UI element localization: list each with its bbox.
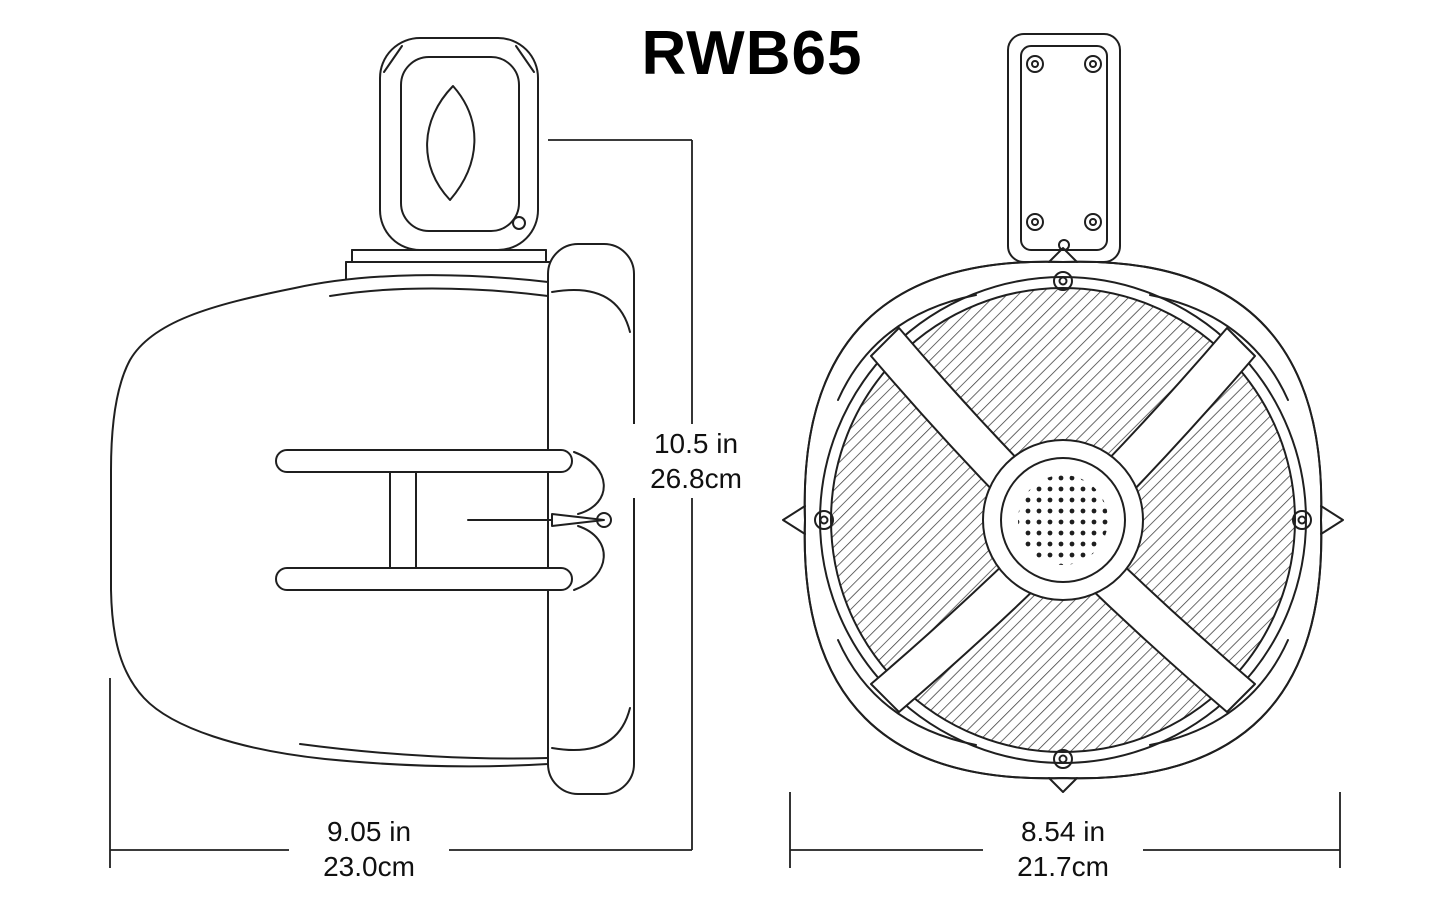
right-tip (1320, 505, 1344, 535)
height-inches: 10.5 in (653, 428, 739, 459)
left-tip (782, 505, 806, 535)
side-speaker-body (110, 274, 612, 768)
diameter-metric: 21.7cm (1017, 851, 1109, 882)
side-rail-top (275, 449, 573, 473)
front-mount-bracket (1007, 33, 1121, 263)
diameter-inches: 8.54 in (1020, 816, 1106, 847)
side-mount-clamp (379, 37, 539, 251)
side-rail-bottom (275, 567, 573, 591)
top-screw (1053, 271, 1073, 291)
front-view-drawing (782, 33, 1344, 793)
model-title: RWB65 (641, 19, 863, 88)
side-view-drawing (110, 37, 635, 795)
bottom-tip (1048, 777, 1078, 793)
height-metric: 26.8cm (650, 463, 742, 494)
front-mounting-tips (782, 247, 1344, 793)
width-dimension-label: 9.05 in 23.0cm (289, 812, 449, 886)
hub-port-holes (1018, 475, 1108, 565)
height-dimension-label: 10.5 in 26.8cm (632, 424, 760, 498)
bottom-screw (1053, 749, 1073, 769)
left-screw (814, 510, 834, 530)
right-screw (1292, 510, 1312, 530)
width-metric: 23.0cm (323, 851, 415, 882)
front-corner-arcs (837, 294, 1289, 746)
side-axis-arrow (551, 513, 605, 527)
top-tip (1048, 247, 1078, 263)
clamp-screw (512, 216, 526, 230)
diameter-dimension-label: 8.54 in 21.7cm (983, 812, 1143, 886)
side-pivot-knob (596, 512, 612, 528)
front-center-hub (982, 439, 1144, 601)
width-inches: 9.05 in (326, 816, 412, 847)
clamp-leaf-cutout (426, 85, 476, 201)
